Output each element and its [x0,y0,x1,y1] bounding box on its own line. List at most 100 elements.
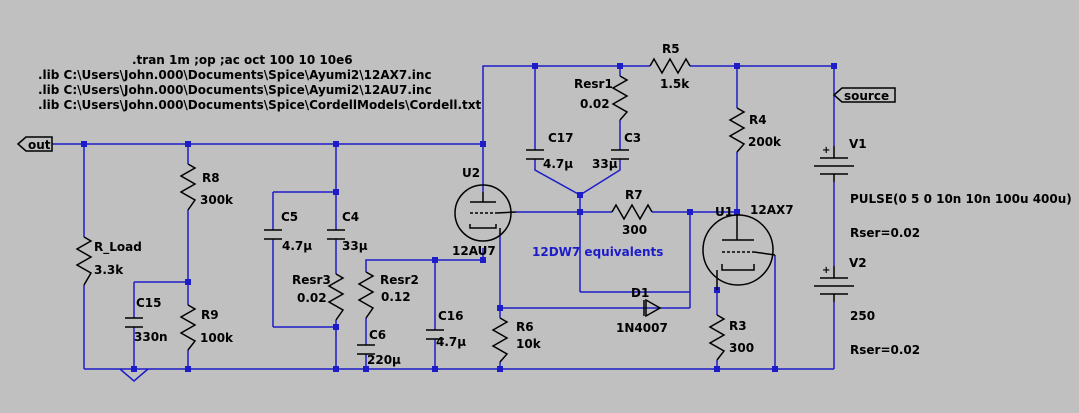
resr2-name: Resr2 [380,273,419,287]
capacitor-c15-symbol[interactable] [125,317,143,328]
r7-value: 300 [622,223,647,237]
resistor-r6-symbol[interactable] [491,317,509,363]
r4-name: R4 [749,113,767,127]
tube-u1-symbol[interactable] [702,214,776,290]
r3-name: R3 [729,319,747,333]
c16-name: C16 [438,309,464,323]
capacitor-c4-symbol[interactable] [327,229,345,240]
u1-value: 12AX7 [750,203,794,217]
wire-resr2-top [365,248,484,272]
resr1-value: 0.02 [580,97,610,111]
u2-value: 12AU7 [452,244,496,258]
junction-dot [617,63,623,69]
wire-top-rail [482,65,650,144]
resistor-r3-symbol[interactable] [708,314,726,361]
c4-name: C4 [342,210,359,224]
tube-u2-symbol[interactable] [454,184,517,242]
net-label-source[interactable]: source [832,87,896,103]
c17-value: 4.7µ [543,157,573,171]
junction-dot [333,141,339,147]
resistor-rload-symbol[interactable] [75,236,93,286]
d1-name: D1 [631,286,649,300]
r9-value: 100k [200,331,234,345]
junction-dot [480,257,486,263]
junction-dot [81,141,87,147]
resistor-r5-symbol[interactable] [649,57,691,75]
v1-name: V1 [849,137,867,151]
resr1-name: Resr1 [574,77,613,91]
r6-name: R6 [516,320,534,334]
voltage-source-v2-symbol[interactable] [814,266,854,302]
junction-dot [363,366,369,372]
u1-name: U1 [715,205,733,219]
resistor-r9-symbol[interactable] [179,304,197,351]
junction-dot [532,63,538,69]
r7-name: R7 [625,188,643,202]
c3-value: 33µ [592,157,618,171]
v2-value: 250 [850,309,875,323]
r8-value: 300k [200,193,234,207]
c5-name: C5 [281,210,298,224]
resistor-resr3-symbol[interactable] [327,273,345,321]
c17-name: C17 [548,131,574,145]
junction-dot [432,257,438,263]
junction-dot [497,305,503,311]
v2-name: V2 [849,256,867,270]
resistor-r8-symbol[interactable] [179,163,197,211]
junction-dot [831,63,837,69]
svg-text:out: out [28,138,51,152]
svg-text:source: source [844,89,889,103]
v2-plus-mark: + [822,265,830,276]
resistor-resr2-symbol[interactable] [357,271,375,319]
lib-directive: .lib C:\Users\John.000\Documents\Spice\C… [38,98,482,112]
r5-value: 1.5k [660,77,690,91]
junction-dot [185,279,191,285]
c15-value: 330n [134,330,168,344]
rload-name: R_Load [94,240,142,255]
junction-dot [687,209,693,215]
junction-dot [185,141,191,147]
polarity-marks: + + [822,145,830,276]
d1-value: 1N4007 [616,321,668,335]
junction-dot [734,209,740,215]
net-label-out[interactable]: out [16,136,53,152]
capacitor-c5-symbol[interactable] [264,229,282,240]
junction-dot [333,189,339,195]
c6-value: 220µ [367,353,401,367]
resr2-value: 0.12 [381,290,411,304]
c5-value: 4.7µ [282,239,312,253]
junction-dot [333,366,339,372]
resr3-name: Resr3 [292,273,331,287]
wires [52,65,835,370]
v2-rser: Rser=0.02 [850,343,920,357]
junction-dot [480,141,486,147]
lib-directive: .lib C:\Users\John.000\Documents\Spice\A… [38,68,432,82]
capacitor-c16-symbol[interactable] [426,329,444,340]
r8-name: R8 [202,171,220,185]
junction-dot [131,366,137,372]
capacitor-c3-symbol[interactable] [611,149,629,160]
r9-name: R9 [201,308,219,322]
c3-name: C3 [624,131,641,145]
junction-dot [333,324,339,330]
junction-dot [772,366,778,372]
resr3-value: 0.02 [297,291,327,305]
junction-dot [714,366,720,372]
spice-directives: .tran 1m ;op ;ac oct 100 10 10e6 .lib C:… [38,53,482,112]
junction-dot [185,366,191,372]
capacitor-c17-symbol[interactable] [526,149,544,160]
diode-d1-symbol[interactable] [643,298,662,318]
resistor-resr1-symbol[interactable] [611,75,629,121]
r5-name: R5 [662,42,680,56]
voltage-source-v1-symbol[interactable] [814,146,854,182]
r4-value: 200k [748,135,782,149]
resistor-r4-symbol[interactable] [728,107,746,153]
equivalents-comment: 12DW7 equivalents [532,245,663,259]
v1-rser: Rser=0.02 [850,226,920,240]
spice-command: .tran 1m ;op ;ac oct 100 10 10e6 [132,53,353,67]
component-labels: R5 1.5k Resr1 0.02 C17 4.7µ C3 33µ R4 20… [94,42,1072,367]
lib-directive: .lib C:\Users\John.000\Documents\Spice\A… [38,83,432,97]
resistor-r7-symbol[interactable] [611,203,653,221]
capacitor-c6-symbol[interactable] [357,344,375,355]
